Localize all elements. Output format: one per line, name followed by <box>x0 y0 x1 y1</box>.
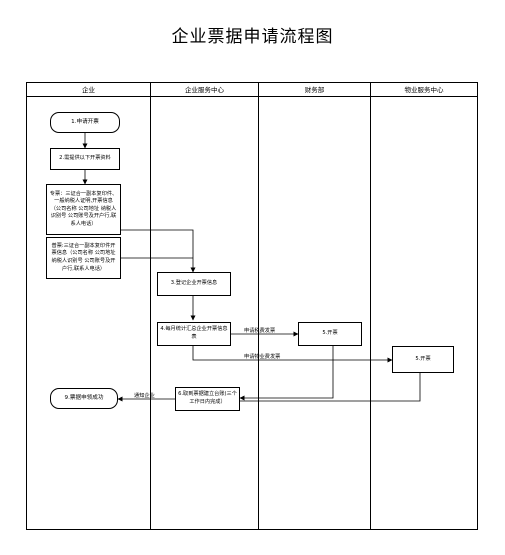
page-title: 企业票据申请流程图 <box>171 27 334 47</box>
node-monthly-summary: 4.每月统计汇总企业开票信息表 <box>157 322 231 346</box>
edge-label-tax-invoice: 申请税费发票 <box>244 328 276 334</box>
node-build-ledger: 6.取到票据建立台账(三个工作日内完成） <box>175 387 240 411</box>
lane-header-service-center: 企业服务中心 <box>151 83 258 97</box>
node-register-invoice-info: 3.登记企业开票信息 <box>157 272 231 296</box>
node-required-materials: 2.需提供以下开票资料 <box>50 148 120 170</box>
node-finance-invoice: 5.开票 <box>298 322 362 346</box>
lane-header-finance: 财务部 <box>259 83 370 97</box>
lane-divider <box>370 83 371 529</box>
node-property-invoice: 5.开票 <box>392 346 454 373</box>
lane-divider <box>258 83 259 529</box>
lane-header-property: 物业服务中心 <box>371 83 477 97</box>
edge-label-property-invoice: 申请物业费发票 <box>244 354 281 360</box>
node-normal-invoice-materials: 普票:三证合一副本复印件开票信息（公司名称 公司地址 纳税人识别号 公司账号及开… <box>46 237 121 279</box>
node-apply-invoice: 1.申请开票 <box>50 112 120 133</box>
lane-header-enterprise: 企业 <box>27 83 150 97</box>
node-invoice-success: 9.票据申领成功 <box>50 388 118 409</box>
edge-label-notify: 通知企业 <box>134 393 155 399</box>
lane-divider <box>150 83 151 529</box>
swimlane-container: 企业 企业服务中心 财务部 物业服务中心 <box>26 82 478 530</box>
node-special-invoice-materials: 专票：三证合一副本复印件、一般纳税人证明,开票信息（公司名称 公司地址 纳税人识… <box>46 184 121 235</box>
